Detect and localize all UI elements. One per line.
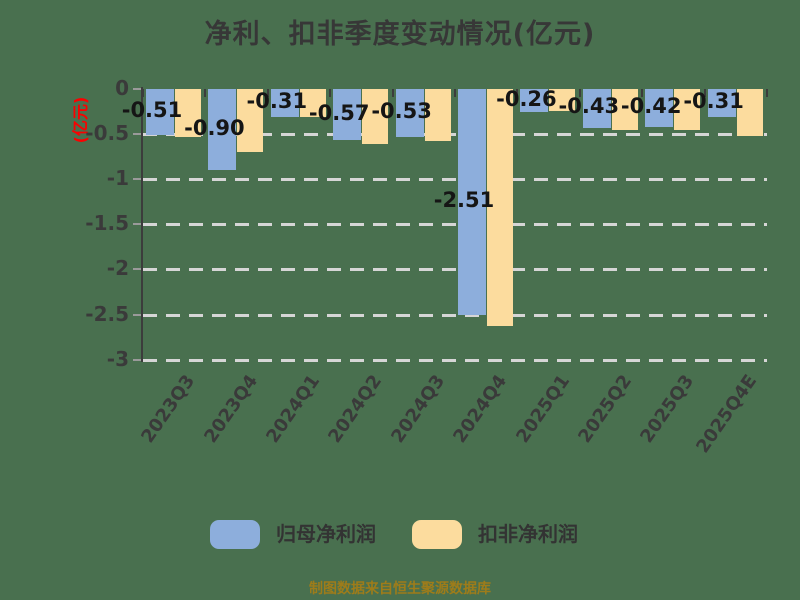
y-tick bbox=[133, 88, 141, 90]
y-tick-label: 0 bbox=[115, 76, 129, 100]
y-axis-line bbox=[141, 87, 143, 362]
bar-value-label: -0.90 bbox=[184, 115, 245, 140]
y-tick bbox=[133, 133, 141, 136]
bar-blue-2024Q4 bbox=[458, 89, 486, 316]
bar-yellow-2024Q3 bbox=[424, 89, 451, 142]
gridline bbox=[143, 358, 767, 362]
bar-blue-2025Q3 bbox=[645, 89, 674, 127]
y-tick-label: -2.5 bbox=[85, 301, 129, 326]
x-tick bbox=[578, 89, 581, 97]
bar-blue-2023Q4 bbox=[208, 89, 237, 171]
bar-yellow-2023Q4 bbox=[237, 89, 264, 153]
x-tick bbox=[766, 89, 768, 97]
bar-yellow-2024Q4 bbox=[487, 89, 513, 327]
x-tick bbox=[516, 89, 519, 97]
bar-value-label: -0.26 bbox=[496, 86, 557, 111]
legend-label: 归母净利润 bbox=[276, 522, 376, 546]
y-tick-label: -1.5 bbox=[85, 211, 129, 236]
bar-value-label: -0.31 bbox=[246, 88, 308, 113]
gridline bbox=[143, 268, 767, 272]
bar-value-label: -0.31 bbox=[683, 88, 744, 113]
legend-label: 扣非净利润 bbox=[478, 522, 578, 546]
x-tick bbox=[391, 89, 394, 97]
y-tick bbox=[133, 223, 141, 226]
y-tick-label: -3 bbox=[106, 346, 129, 371]
legend-item-deducted-net-profit: 扣非净利润 bbox=[412, 520, 578, 549]
bar-yellow-2025Q3 bbox=[674, 89, 701, 131]
bar-value-label: -0.51 bbox=[121, 98, 183, 122]
x-tick bbox=[454, 89, 456, 97]
bar-yellow-2025Q2 bbox=[611, 89, 638, 131]
x-tick bbox=[266, 89, 269, 97]
bar-blue-2024Q1 bbox=[270, 89, 299, 117]
y-tick-label: -1 bbox=[106, 166, 129, 191]
bar-value-label: -2.51 bbox=[433, 188, 495, 213]
bar-blue-2025Q4E bbox=[707, 89, 736, 117]
y-tick-label: -0.5 bbox=[85, 121, 129, 146]
y-tick bbox=[133, 313, 141, 316]
bar-blue-2025Q1 bbox=[520, 89, 549, 113]
legend-item-parent-net-profit: 归母净利润 bbox=[210, 520, 376, 549]
legend-swatch-yellow bbox=[412, 520, 462, 549]
bar-blue-2024Q2 bbox=[333, 89, 362, 141]
legend: 归母净利润 扣非净利润 bbox=[0, 520, 800, 550]
bar-yellow-2025Q4E bbox=[736, 89, 763, 136]
x-tick bbox=[204, 89, 207, 97]
bar-yellow-2023Q3 bbox=[175, 89, 201, 137]
bar-value-label: -0.42 bbox=[620, 93, 682, 118]
gridline bbox=[143, 133, 767, 137]
gridline bbox=[143, 313, 767, 317]
bar-blue-2023Q3 bbox=[146, 89, 174, 135]
bar-yellow-2024Q2 bbox=[362, 89, 389, 145]
legend-swatch-blue bbox=[210, 520, 260, 549]
bar-blue-2025Q2 bbox=[582, 89, 611, 128]
x-tick bbox=[703, 89, 706, 97]
y-tick-label: -2 bbox=[106, 256, 129, 281]
chart-title: 净利、扣非季度变动情况(亿元) bbox=[204, 19, 596, 50]
bar-blue-2024Q3 bbox=[395, 89, 424, 137]
y-tick bbox=[133, 178, 141, 181]
x-tick bbox=[641, 89, 644, 97]
bar-value-label: -0.43 bbox=[558, 94, 620, 119]
x-tick bbox=[142, 89, 144, 97]
bar-yellow-2024Q1 bbox=[299, 89, 326, 117]
bar-value-label: -0.57 bbox=[308, 100, 370, 125]
bar-yellow-2025Q1 bbox=[549, 89, 576, 111]
y-tick bbox=[133, 268, 141, 271]
footer-note: 制图数据来自恒生聚源数据库 bbox=[309, 581, 491, 597]
x-tick bbox=[329, 89, 332, 97]
y-tick bbox=[133, 358, 141, 361]
bar-value-label: -0.53 bbox=[371, 98, 432, 123]
gridline bbox=[143, 178, 767, 182]
gridline bbox=[143, 223, 767, 227]
